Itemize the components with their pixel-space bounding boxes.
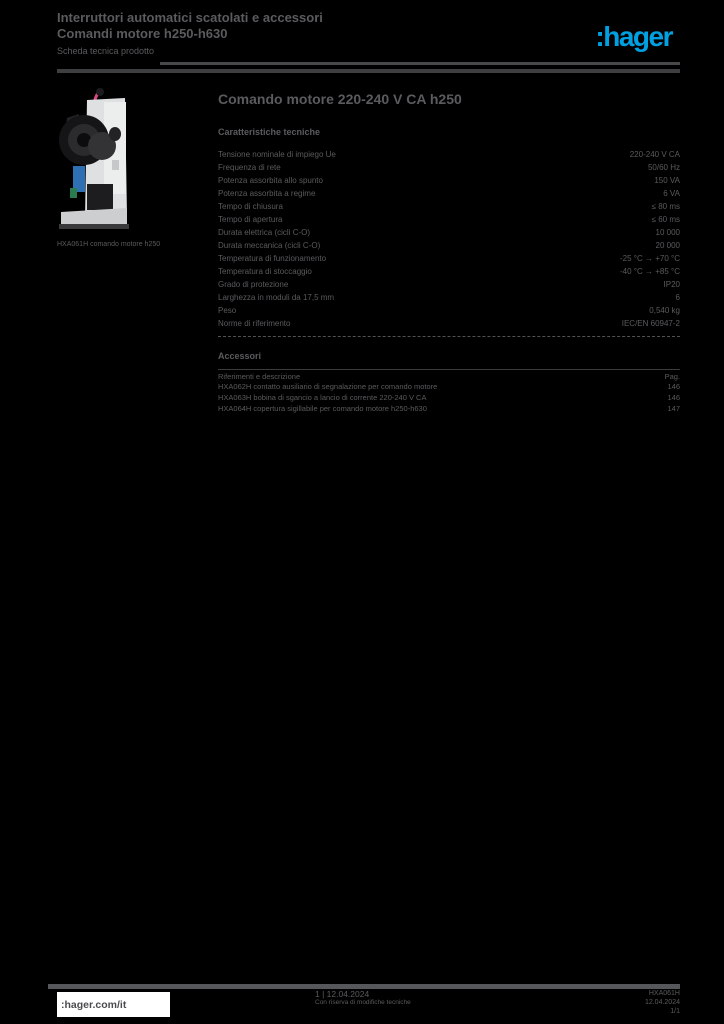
row-label: Larghezza in moduli da 17,5 mm — [218, 293, 335, 302]
website-box: :hager.com/it — [57, 992, 170, 1017]
row-label: Peso — [218, 306, 237, 315]
row-value: 50/60 Hz — [647, 163, 680, 172]
tech-table: Tensione nominale di impiego Ue 220-240 … — [218, 148, 680, 337]
accessories-col-left: Riferimenti e descrizione — [218, 372, 301, 381]
accessories-section-title: Accessori — [218, 351, 262, 361]
table-row: Tempo di apertura ≤ 60 ms — [218, 213, 680, 226]
tech-section-title: Caratteristiche tecniche — [218, 127, 321, 137]
row-value: 0,540 kg — [649, 306, 680, 315]
row-label: Frequenza di rete — [218, 163, 281, 172]
accessory-page: 146 — [667, 393, 680, 402]
row-label: Durata elettrica (cicli C-O) — [218, 228, 311, 237]
header-divider — [57, 69, 680, 73]
accessory-page: 146 — [667, 382, 680, 391]
row-value: -25 °C → +70 °C — [620, 254, 680, 263]
website-link[interactable]: :hager.com/it — [61, 998, 127, 1011]
row-label: Tempo di chiusura — [218, 202, 283, 211]
row-label: Potenza assorbita a regime — [218, 189, 316, 198]
table-row: Potenza assorbita allo spunto 150 VA — [218, 174, 680, 187]
row-value: 150 VA — [654, 176, 680, 185]
product-title: Comando motore 220-240 V CA h250 — [218, 91, 462, 107]
row-value: ≤ 80 ms — [651, 202, 680, 211]
table-row: Potenza assorbita a regime 6 VA — [218, 187, 680, 200]
row-value: IEC/EN 60947-2 — [621, 319, 680, 328]
accessories-header-row: Riferimenti e descrizione Pag. — [218, 369, 680, 381]
accessory-label: HXA064H copertura sigillabile per comand… — [218, 404, 427, 413]
row-label: Tensione nominale di impiego Ue — [218, 150, 336, 159]
table-row: Durata meccanica (cicli C-O) 20 000 — [218, 239, 680, 252]
table-row: Frequenza di rete 50/60 Hz — [218, 161, 680, 174]
table-row: Norme di riferimento IEC/EN 60947-2 — [218, 317, 680, 330]
table-row: Tensione nominale di impiego Ue 220-240 … — [218, 148, 680, 161]
footer-divider — [48, 984, 680, 989]
header-divider-thin — [160, 62, 680, 65]
row-label: Grado di protezione — [218, 280, 289, 289]
accessories-col-right: Pag. — [664, 372, 680, 381]
row-value: 6 VA — [663, 189, 680, 198]
table-row: Temperatura di stoccaggio -40 °C → +85 °… — [218, 265, 680, 278]
doc-subtitle: Scheda tecnica prodotto — [57, 46, 155, 56]
accessories-table: HXA062H contatto ausiliario di segnalazi… — [218, 381, 680, 414]
hager-logo: :hager — [595, 21, 673, 52]
row-value: -40 °C → +85 °C — [620, 267, 680, 276]
row-label: Temperatura di funzionamento — [218, 254, 327, 263]
table-row: Larghezza in moduli da 17,5 mm 6 — [218, 291, 680, 304]
row-label: Potenza assorbita allo spunto — [218, 176, 323, 185]
table-row: Durata elettrica (cicli C-O) 10 000 — [218, 226, 680, 239]
row-label: Durata meccanica (cicli C-O) — [218, 241, 321, 250]
table-row: Temperatura di funzionamento -25 °C → +7… — [218, 252, 680, 265]
row-label: Temperatura di stoccaggio — [218, 267, 312, 276]
accessories-row: HXA064H copertura sigillabile per comand… — [218, 403, 680, 414]
accessory-page: 147 — [667, 404, 680, 413]
table-row: Tempo di chiusura ≤ 80 ms — [218, 200, 680, 213]
footer-note: Con riserva di modifiche tecniche — [315, 999, 411, 1006]
accessory-label: HXA062H contatto ausiliario di segnalazi… — [218, 382, 438, 391]
row-value: 6 — [675, 293, 680, 302]
footer-center: 1 | 12.04.2024 Con riserva di modifiche … — [315, 989, 445, 1007]
product-photo — [57, 88, 135, 238]
table-row: Peso 0,540 kg — [218, 304, 680, 317]
row-value: IP20 — [663, 280, 680, 289]
footer-ref: HXA061H — [648, 990, 680, 997]
accessories-row: HXA063H bobina di sgancio a lancio di co… — [218, 392, 680, 403]
row-value: 220-240 V CA — [629, 150, 680, 159]
row-value: ≤ 60 ms — [651, 215, 680, 224]
doc-title-line1: Interruttori automatici scatolati e acce… — [57, 10, 323, 25]
accessories-row: HXA062H contatto ausiliario di segnalazi… — [218, 381, 680, 392]
footer-page-info: 1 | 12.04.2024 — [315, 989, 370, 999]
row-value: 20 000 — [655, 241, 680, 250]
footer-page: 1/1 — [670, 1008, 680, 1015]
row-label: Tempo di apertura — [218, 215, 283, 224]
row-label: Norme di riferimento — [218, 319, 291, 328]
footer-date: 12.04.2024 — [644, 999, 680, 1006]
accessory-label: HXA063H bobina di sgancio a lancio di co… — [218, 393, 427, 402]
footer-right: HXA061H 12.04.2024 1/1 — [560, 989, 680, 1016]
row-value: 10 000 — [655, 228, 680, 237]
table-row: Grado di protezione IP20 — [218, 278, 680, 291]
doc-header: Interruttori automatici scatolati e acce… — [57, 10, 477, 57]
product-photo-caption: HXA061H comando motore h250 — [57, 241, 161, 248]
doc-title-line2: Comandi motore h250-h630 — [57, 26, 228, 41]
product-photo-illustration — [59, 88, 129, 229]
